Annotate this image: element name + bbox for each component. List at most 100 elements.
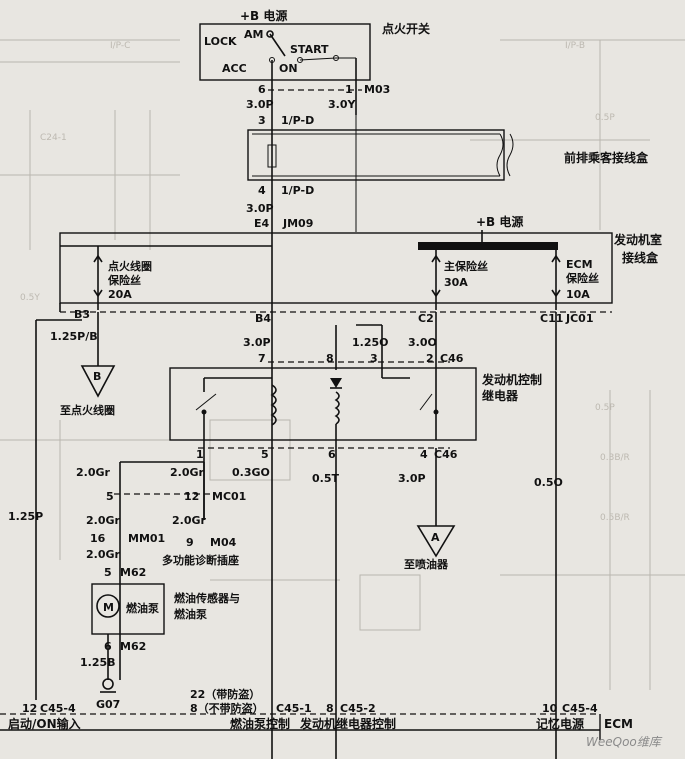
ecm-fuse-amp: 10A bbox=[566, 288, 590, 301]
svg-text:I/P-C: I/P-C bbox=[110, 41, 130, 51]
ignition-switch-title: 点火开关 bbox=[382, 21, 430, 36]
fuel-pin-16: 16 bbox=[90, 532, 106, 545]
passenger-junction-box: 3 1/P-D 前排乘客接线盒 4 1/P-D 3.0P E4 JM09 bbox=[246, 114, 649, 232]
ecm-c45-4-b: C45-4 bbox=[562, 702, 598, 715]
fuel-pin-9: 9 bbox=[186, 536, 194, 549]
junction-wire-3p: 3.0P bbox=[246, 202, 274, 215]
ecm-input-relay: 发动机继电器控制 bbox=[299, 716, 396, 731]
fuel-pump-motor-icon bbox=[96, 594, 120, 618]
ecm-c45-1: C45-1 bbox=[276, 702, 312, 715]
engine-control-relay: 3.0P 7 8 1.25O 3 3.0O 2 C46 发动机控制 继电器 1 … bbox=[169, 312, 542, 520]
fuel-pump-label: 燃油泵 bbox=[125, 601, 159, 615]
relay-pin-5: 5 bbox=[261, 448, 269, 461]
fuel-sensor-label-2: 燃油泵 bbox=[173, 607, 207, 621]
fuel-m04: M04 bbox=[210, 536, 237, 549]
wire-05t: 0.5T bbox=[312, 472, 339, 485]
fuel-wire-3: 2.0Gr bbox=[86, 514, 121, 527]
coil-wire: 1.25P/B bbox=[50, 330, 98, 343]
switch-lock-label: LOCK bbox=[204, 35, 237, 48]
ecm-fuse-label-1: ECM bbox=[566, 258, 593, 271]
engine-c11: C11 bbox=[540, 312, 563, 325]
fuel-wire-4: 2.0Gr bbox=[172, 514, 207, 527]
fuel-pin-5: 5 bbox=[106, 490, 114, 503]
engine-b4: B4 bbox=[255, 312, 271, 325]
switch-acc-label: ACC bbox=[222, 62, 247, 75]
fuel-m62-bot: M62 bbox=[120, 640, 146, 653]
fuel-wire-ground: 1.25B bbox=[80, 656, 116, 669]
relay-pin-6: 6 bbox=[328, 448, 336, 461]
coil-fuse-label-2: 保险丝 bbox=[107, 273, 141, 287]
main-fuse-label: 主保险丝 bbox=[444, 259, 488, 273]
relay-pin-7: 7 bbox=[258, 352, 266, 365]
background-ghost-lines: I/P-C I/P-B C24-1 0.5P 0.5P 0.3B/R 0.5B/… bbox=[0, 39, 685, 690]
switch-on-label: ON bbox=[279, 62, 298, 75]
svg-text:0.5Y: 0.5Y bbox=[20, 293, 40, 303]
relay-conn-bot: C46 bbox=[434, 448, 458, 461]
fuel-wire-5: 2.0Gr bbox=[86, 548, 121, 561]
ignition-pin-1: 1 bbox=[345, 83, 353, 96]
junction-pin-3: 3 bbox=[258, 114, 266, 127]
fuel-mc01: MC01 bbox=[212, 490, 246, 503]
ecm-pin-8-nonimmo: 8（不带防盗） bbox=[190, 701, 264, 715]
relay-title-1: 发动机控制 bbox=[481, 372, 542, 387]
ecm-module: 12 C45-4 22（带防盗） 8（不带防盗） C45-1 8 C45-2 1… bbox=[0, 687, 633, 740]
lower-wires: 0.3GO 0.5T 3.0P A 至喷油器 0.5O bbox=[232, 312, 563, 759]
coil-fuse-amp: 20A bbox=[108, 288, 132, 301]
relay-diode bbox=[330, 378, 342, 388]
engine-box-title-1: 发动机室 bbox=[613, 232, 662, 247]
injector-destination: 至喷油器 bbox=[404, 557, 449, 571]
ignition-power-label: +B 电源 bbox=[240, 8, 287, 23]
ecm-c45-4-a: C45-4 bbox=[40, 702, 76, 715]
relay-pin-1: 1 bbox=[196, 448, 204, 461]
wire-03go: 0.3GO bbox=[232, 466, 270, 479]
ignition-connector-m03: M03 bbox=[364, 83, 390, 96]
fuel-sensor-label-1: 燃油传感器与 bbox=[173, 591, 240, 605]
svg-text:0.5P: 0.5P bbox=[595, 113, 615, 123]
ecm-pin-10: 10 bbox=[542, 702, 558, 715]
junction-conn-top: 1/P-D bbox=[281, 114, 314, 127]
ecm-c45-2: C45-2 bbox=[340, 702, 376, 715]
svg-text:C24-1: C24-1 bbox=[40, 133, 67, 143]
ignition-wire-3y: 3.0Y bbox=[328, 98, 356, 111]
fuel-wire-1: 2.0Gr bbox=[76, 466, 111, 479]
busbar bbox=[418, 242, 558, 250]
fuel-mm01: MM01 bbox=[128, 532, 165, 545]
watermark: WeeQoo维库 bbox=[586, 735, 663, 749]
relay-pin-8: 8 bbox=[326, 352, 334, 365]
ecm-input-memory: 记忆电源 bbox=[536, 716, 584, 731]
engine-room-junction-box: +B 电源 发动机室 接线盒 点火线圈 保险丝 20A 主保险丝 30A ECM… bbox=[59, 214, 662, 325]
svg-text:0.5B/R: 0.5B/R bbox=[600, 513, 630, 523]
ecm-fuse-label-2: 保险丝 bbox=[565, 271, 599, 285]
ecm-input-start-on: 启动/ON输入 bbox=[8, 716, 81, 731]
fuel-ground-g07: G07 bbox=[96, 698, 120, 711]
switch-am-label: AM bbox=[244, 28, 263, 41]
ecm-input-fuel-pump: 燃油泵控制 bbox=[230, 716, 290, 731]
fuel-wire-2: 2.0Gr bbox=[170, 466, 205, 479]
svg-text:0.3B/R: 0.3B/R bbox=[600, 453, 630, 463]
relay-conn-top: C46 bbox=[440, 352, 464, 365]
relay-wire-125o: 1.25O bbox=[352, 336, 389, 349]
fuel-pump-branch: 2.0Gr 2.0Gr 5 12 MC01 2.0Gr 2.0Gr 16 MM0… bbox=[8, 461, 246, 711]
svg-text:I/P-B: I/P-B bbox=[565, 41, 585, 51]
relay-pin-4: 4 bbox=[420, 448, 428, 461]
fuel-wire-on: 1.25P bbox=[8, 510, 43, 523]
ignition-coil-branch: 1.25P/B B 至点火线圈 bbox=[35, 303, 116, 700]
ecm-pin-8: 8 bbox=[326, 702, 334, 715]
fuel-diag-socket: 多功能诊断插座 bbox=[162, 553, 239, 567]
fuel-motor-m: M bbox=[103, 601, 114, 614]
junction-conn-bot: 1/P-D bbox=[281, 184, 314, 197]
switch-start-label: START bbox=[290, 43, 329, 56]
ecm-label: ECM bbox=[604, 717, 633, 731]
engine-b3: B3 bbox=[74, 308, 90, 321]
engine-box-title-2: 接线盒 bbox=[622, 250, 659, 265]
ground-icon bbox=[102, 678, 114, 690]
relay-title-2: 继电器 bbox=[482, 388, 519, 403]
relay-pin-2: 2 bbox=[426, 352, 434, 365]
relay-wire-b4: 3.0P bbox=[243, 336, 271, 349]
ignition-wire-3p: 3.0P bbox=[246, 98, 274, 111]
engine-power-label: +B 电源 bbox=[476, 214, 523, 229]
coil-connector-b: B bbox=[93, 370, 101, 383]
ignition-pin-6: 6 bbox=[258, 83, 266, 96]
wire-05o: 0.5O bbox=[534, 476, 563, 489]
